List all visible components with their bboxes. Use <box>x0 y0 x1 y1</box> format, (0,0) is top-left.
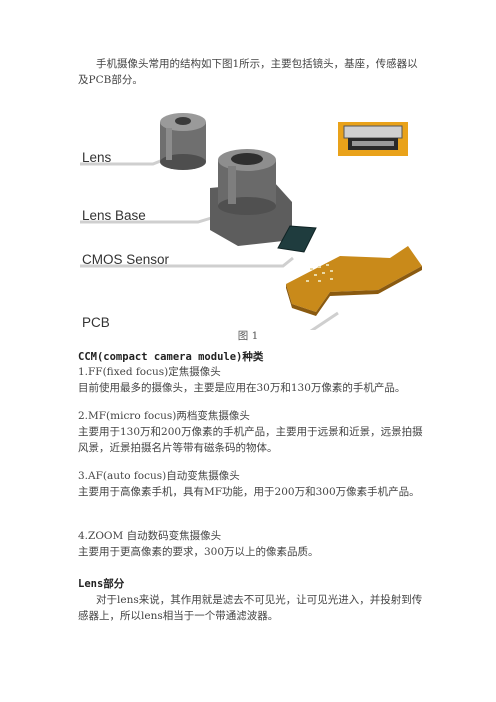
pcb-label: PCB <box>82 315 110 330</box>
lens-base-label: Lens Base <box>82 208 146 223</box>
ccm-item-4-desc: 主要用于更高像素的要求，300万以上的像素品质。 <box>78 546 319 558</box>
pcb-illustration <box>286 246 422 316</box>
connector-illustration <box>338 122 408 156</box>
ccm-item-3-desc: 主要用于高像素手机，具有MF功能，用于200万和300万像素手机产品。 <box>78 486 420 498</box>
lens-base-illustration <box>210 149 292 246</box>
cmos-leader-line <box>80 256 294 268</box>
intro-paragraph: 手机摄像头常用的结构如下图1所示，主要包括镜头，基座，传感器以及PCB部分。 <box>78 58 418 86</box>
camera-module-figure: Lens Lens Base CMOS Sensor PCB <box>80 113 422 330</box>
cmos-sensor-label: CMOS Sensor <box>82 252 170 267</box>
ccm-item-2-title: 2.MF(micro focus)两档变焦摄像头 <box>78 410 250 422</box>
lens-label: Lens <box>82 150 112 165</box>
pcb-leader-line <box>309 311 339 330</box>
figure-caption: 图 1 <box>237 330 259 342</box>
ccm-item-4-title: 4.ZOOM 自动数码变焦摄像头 <box>78 530 222 542</box>
ccm-item-1-title: 1.FF(fixed focus)定焦摄像头 <box>78 366 221 378</box>
ccm-heading: CCM(compact camera module)种类 <box>78 351 264 363</box>
ccm-item-2-desc: 主要用于130万和200万像素的手机产品，主要用于远景和近景，远景拍摄风景，近景… <box>78 426 423 454</box>
ccm-item-3-title: 3.AF(auto focus)自动变焦摄像头 <box>78 470 240 482</box>
cmos-sensor-illustration <box>277 225 317 253</box>
lens-section-text: 对于lens来说，其作用就是滤去不可见光，让可见光进入，并投射到传感器上，所以l… <box>78 594 423 622</box>
lens-illustration <box>160 113 206 170</box>
lens-section-heading: Lens部分 <box>78 578 125 590</box>
ccm-item-1-desc: 目前使用最多的摄像头，主要是应用在30万和130万像素的手机产品。 <box>78 382 406 394</box>
